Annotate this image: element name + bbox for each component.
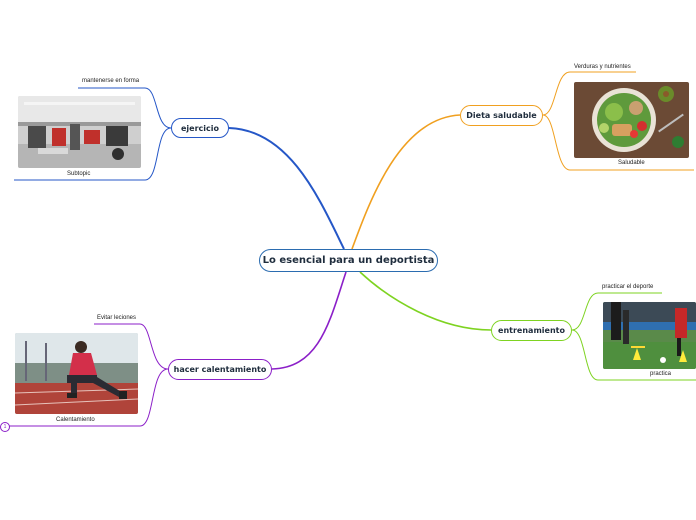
topic-dieta-saludable[interactable]: Dieta saludable [460, 105, 543, 126]
warmup-image [15, 333, 138, 414]
topic-hacer-calentamiento[interactable]: hacer calentamiento [168, 359, 272, 380]
connector-entrenamiento [359, 271, 492, 331]
connector-ejercicio [228, 127, 345, 250]
central-topic[interactable]: Lo esencial para un deportista [259, 249, 438, 272]
gym-image [18, 96, 141, 168]
training-image [603, 302, 696, 369]
collapsed-count-badge[interactable]: 1 [0, 422, 10, 432]
subtopic-practica-caption[interactable]: practica [650, 371, 672, 377]
subtopic-practicar-el-deporte[interactable]: practicar el deporte [602, 284, 654, 290]
subtopic-saludable-caption[interactable]: Saludable [618, 160, 645, 166]
subtopic-verduras-y-nutrientes[interactable]: Verduras y nutrientes [574, 64, 631, 70]
topic-ejercicio[interactable]: ejercicio [171, 118, 229, 138]
connector-calentamiento [271, 271, 347, 370]
subtopic-evitar-leciones[interactable]: Evitar leciones [97, 315, 137, 321]
subtopic-mantenerse-en-forma[interactable]: mantenerse en forma [82, 78, 140, 84]
subtopic-calentamiento-caption[interactable]: Calentamiento [56, 417, 95, 423]
topic-entrenamiento[interactable]: entrenamiento [491, 320, 572, 341]
subtopic-subtopic-caption[interactable]: Subtopic [67, 171, 91, 177]
healthy-food-image [574, 82, 689, 158]
connector-dieta [351, 114, 461, 250]
